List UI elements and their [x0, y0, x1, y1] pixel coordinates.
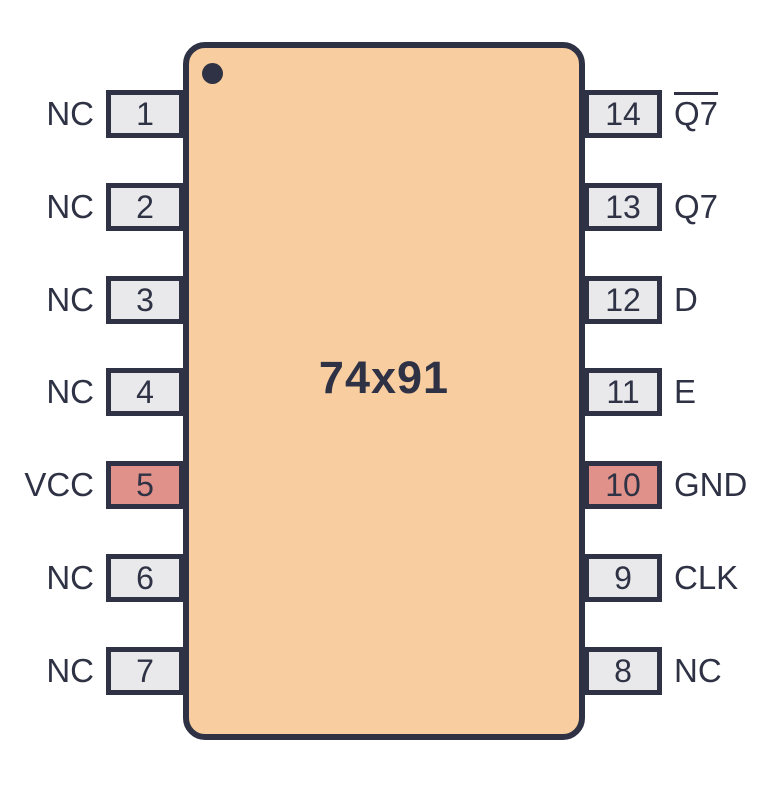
pin-row-14: 14 Q7 — [0, 90, 768, 138]
pin-row-6: 6 NC — [0, 554, 768, 602]
pin-box-11: 11 — [584, 368, 662, 416]
pin-label-13: Q7 — [674, 188, 719, 225]
pin-label-2: NC — [46, 188, 94, 225]
pin-label-5: VCC — [24, 466, 94, 503]
pin-box-5: 5 — [106, 461, 184, 509]
pin-row-1: 1 NC — [0, 90, 768, 138]
pin-label-9: CLK — [674, 559, 739, 596]
pin-label-8: NC — [674, 652, 722, 689]
pin-label-11: E — [674, 373, 697, 410]
pin-row-4: 4 NC — [0, 368, 768, 416]
pin-row-3: 3 NC — [0, 276, 768, 324]
pin-label-4: NC — [46, 373, 94, 410]
chip-body — [183, 42, 585, 740]
pin-box-12: 12 — [584, 276, 662, 324]
pin-box-14: 14 — [584, 90, 662, 138]
pin1-marker-dot-icon — [202, 63, 223, 84]
pin-box-9: 9 — [584, 554, 662, 602]
pin-box-1: 1 — [106, 90, 184, 138]
pin-row-9: 9 CLK — [0, 554, 768, 602]
pin-box-2: 2 — [106, 183, 184, 231]
pin-row-2: 2 NC — [0, 183, 768, 231]
pin-row-8: 8 NC — [0, 647, 768, 695]
pin-box-13: 13 — [584, 183, 662, 231]
pin-box-10: 10 — [584, 461, 662, 509]
pin-label-10: GND — [674, 466, 748, 503]
pin-box-8: 8 — [584, 647, 662, 695]
pin-box-7: 7 — [106, 647, 184, 695]
pin-label-3: NC — [46, 281, 94, 318]
pin-label-6: NC — [46, 559, 94, 596]
pin-box-4: 4 — [106, 368, 184, 416]
pin-row-12: 12 D — [0, 276, 768, 324]
pin-label-12: D — [674, 281, 698, 318]
pin-row-7: 7 NC — [0, 647, 768, 695]
pin-label-1: NC — [46, 95, 94, 132]
pin-row-11: 11 E — [0, 368, 768, 416]
pin-box-6: 6 — [106, 554, 184, 602]
pin-label-7: NC — [46, 652, 94, 689]
pin-row-13: 13 Q7 — [0, 183, 768, 231]
pin-label-14: Q7 — [674, 90, 768, 138]
pin-box-3: 3 — [106, 276, 184, 324]
chip-title: 74x91 — [318, 352, 450, 403]
pin-row-10: 10 GND — [0, 461, 768, 509]
pin-label-overline-text: Q7 — [674, 95, 719, 132]
pin-row-5: 5 VCC — [0, 461, 768, 509]
